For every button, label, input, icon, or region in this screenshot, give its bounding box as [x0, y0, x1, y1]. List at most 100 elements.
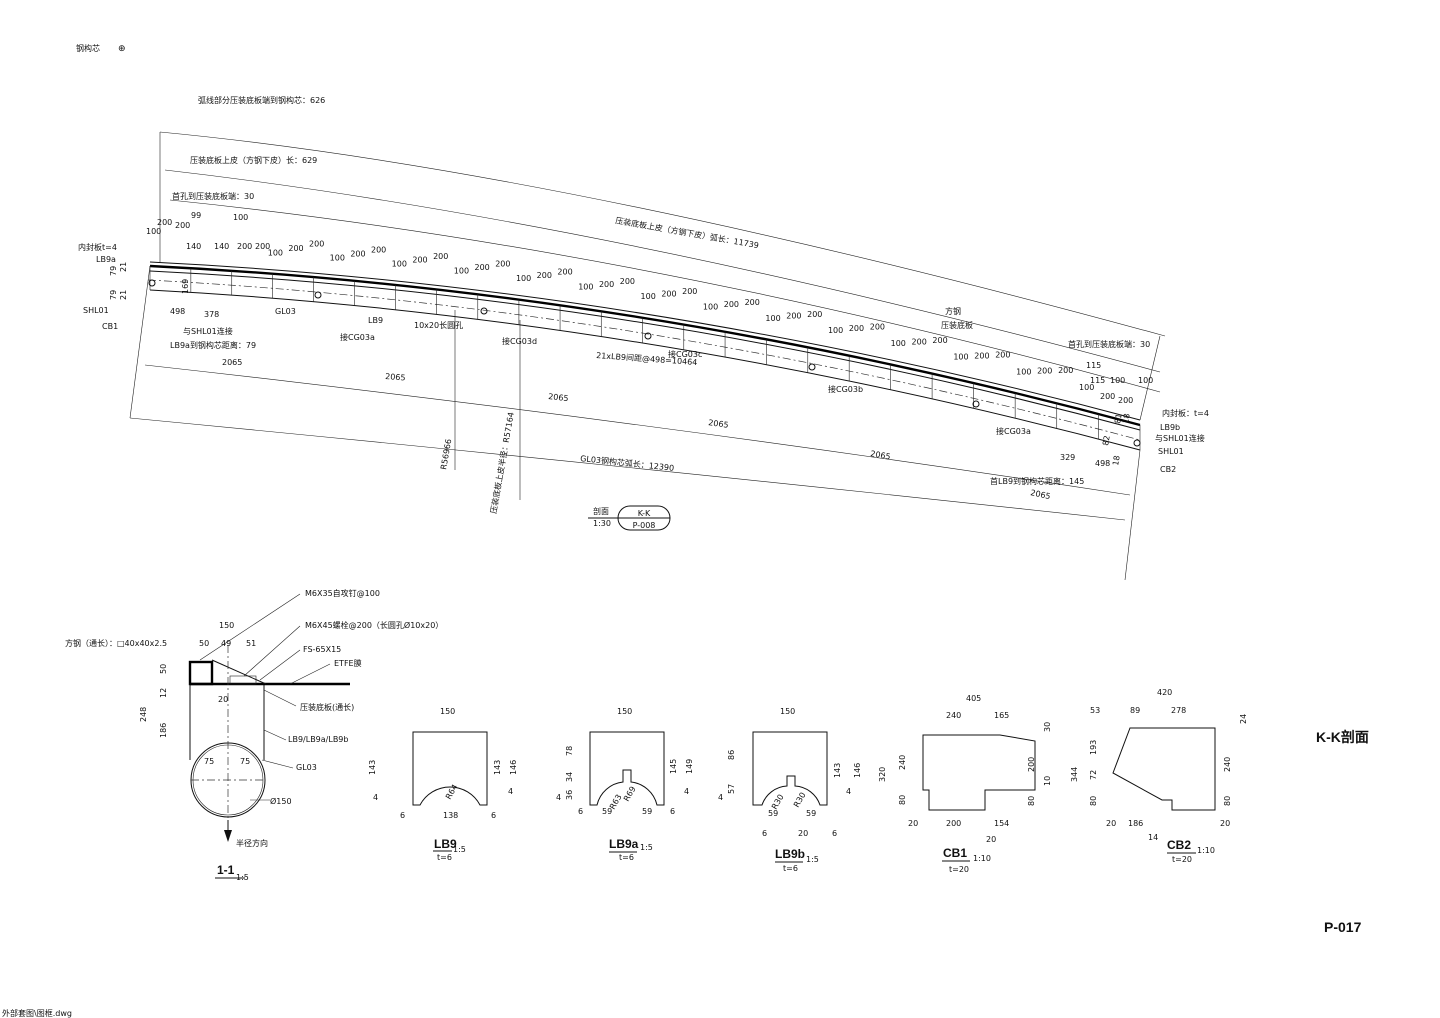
dim-label: 50 — [159, 664, 168, 674]
section-1-1: M6X35自攻钉@100 M6X45螺栓@200（长圆孔Ø10x20） FS-6… — [65, 588, 443, 882]
dim-label: 75 — [204, 757, 214, 766]
lb9a-thickness: t=6 — [619, 853, 634, 862]
dim-label: 34 — [565, 772, 574, 782]
repeat-dim-label: 200 — [537, 271, 552, 280]
square-steel-profile — [188, 660, 214, 686]
header-symbol: ⊕ — [118, 44, 126, 54]
dim-629: 压装底板上皮（方钢下皮）长：629 — [190, 155, 317, 165]
dim-label: 49 — [221, 639, 231, 648]
dim-label: 150 — [219, 621, 234, 630]
dim-label: 2065 — [1030, 488, 1052, 501]
label-lb9a: LB9a — [96, 255, 116, 264]
label-shl01-left: SHL01 — [83, 306, 109, 315]
label-connect-left: 与SHL01连接 — [183, 326, 233, 336]
dim-label: 150 — [440, 707, 455, 716]
hole-cg03c — [644, 332, 652, 340]
repeat-dim-label: 200 — [932, 336, 947, 345]
repeat-dim-label: 200 — [849, 324, 864, 333]
repeat-dim-label: 200 — [682, 287, 697, 296]
leader-bolt — [243, 625, 301, 677]
dim-label: 82 — [1101, 435, 1112, 447]
radial-arrow — [224, 830, 232, 842]
dim-label: 4 — [508, 787, 513, 796]
dim-label: 145 — [669, 759, 678, 774]
dim-arc-11739 — [169, 199, 1161, 393]
repeat-dim-label: 200 — [1058, 366, 1073, 375]
dim-label: 154 — [994, 819, 1009, 828]
repeat-dim-label: 200 — [350, 249, 365, 258]
dim-label: 169 — [181, 279, 190, 294]
leader-etfe — [289, 663, 331, 685]
dim-label: 320 — [878, 767, 887, 782]
label-r-plate: 压装底板上皮半径：R57164 — [488, 411, 516, 514]
dim-label: 240 — [1223, 757, 1232, 772]
dim-label: 53 — [1090, 706, 1100, 715]
label-shl01-right: SHL01 — [1158, 447, 1184, 456]
label-lb: LB9/LB9a/LB9b — [288, 735, 348, 744]
dim-label: 81 — [1113, 413, 1124, 425]
dim-label: 4 — [846, 787, 851, 796]
dim-626: 弧线部分压装底板端到钢构芯：626 — [198, 95, 325, 105]
dim-label: 99 — [191, 211, 201, 220]
dim-label: 100 — [1138, 376, 1153, 385]
repeat-dim-label: 100 — [330, 253, 345, 262]
dim-label: 18 — [1111, 455, 1122, 467]
top-edge-dims-right: 115 115 100 100 200 200 — [1086, 361, 1153, 405]
dim-label: 240 — [946, 711, 961, 720]
label-square-steel: 方钢 — [945, 306, 961, 316]
right-extent — [1139, 335, 1161, 421]
dim-label: 4 — [373, 793, 378, 802]
cb1-thickness: t=20 — [949, 865, 969, 874]
label-press-plate: 压装底板 — [941, 320, 973, 330]
repeat-dim-label: 100 — [516, 274, 531, 283]
repeat-dims: 100 200 200 100 200 200 100 200 200 100 200 200 100 2… — [268, 240, 1095, 392]
dim-label: 24 — [1239, 714, 1248, 724]
dim-label: 80 — [1223, 796, 1232, 806]
kk-section: 弧线部分压装底板端到钢构芯：626 压装底板上皮（方钢下皮）长：629 首孔到压… — [78, 95, 1209, 581]
hole-left — [148, 279, 156, 287]
dim-label: 165 — [994, 711, 1009, 720]
dim-label: 143 — [493, 760, 502, 775]
label-square: 方钢（通长）：□40x40x2.5 — [65, 638, 167, 648]
repeat-dim-label: 100 — [953, 353, 968, 362]
label-cb1-ref: CB1 — [102, 322, 118, 331]
repeat-dim-label: 200 — [724, 300, 739, 309]
section-mark-label: 剖面 — [593, 506, 609, 516]
sheet-number: P-017 — [1324, 919, 1362, 935]
dim-label: 150 — [617, 707, 632, 716]
dim-arc-12390 — [129, 417, 1126, 521]
repeat-dim-label: 100 — [1079, 383, 1094, 392]
dim-label: 193 — [1089, 740, 1098, 755]
label-plate: 压装底板(通长) — [300, 702, 354, 712]
label-etfe: ETFE膜 — [334, 658, 362, 668]
beam-top-edge — [149, 261, 1141, 421]
dim-label: 20 — [1220, 819, 1230, 828]
repeat-dim-label: 100 — [703, 303, 718, 312]
dim-label: 20 — [218, 695, 228, 704]
repeat-dim-label: 200 — [807, 310, 822, 319]
dim-label: R30 — [770, 793, 786, 811]
label-first-lb9: 首LB9到钢构芯距离：145 — [990, 476, 1084, 486]
section-1-1-title: 1-1 — [217, 863, 235, 877]
dim-first-hole-left: 首孔到压装底板端：30 — [172, 191, 254, 201]
repeat-dim-label: 200 — [309, 240, 324, 249]
label-r-inner: R56966 — [439, 438, 453, 470]
dim-label: 14 — [1148, 833, 1158, 842]
left-radial — [129, 265, 151, 419]
dim-label: 140 — [186, 242, 201, 251]
dim-arc-629 — [164, 169, 1161, 373]
dim-label: 100 — [1110, 376, 1125, 385]
cb2-title: CB2 — [1167, 838, 1191, 852]
dim-label: 57 — [727, 784, 736, 794]
dim-label: 378 — [204, 310, 219, 319]
repeat-dim-label: 200 — [412, 256, 427, 265]
dim-label: 10 — [1043, 776, 1052, 786]
sheet-title: K-K剖面 — [1316, 729, 1369, 745]
dim-label: 75 — [240, 757, 250, 766]
label-lb9a-dist: LB9a到钢构芯距离：79 — [170, 340, 256, 350]
leader-screw — [199, 593, 301, 661]
leader-plate — [263, 689, 297, 707]
dim-label: 21 — [119, 262, 128, 272]
repeat-dim-label: 200 — [995, 350, 1010, 359]
repeat-dim-label: 100 — [1016, 367, 1031, 376]
